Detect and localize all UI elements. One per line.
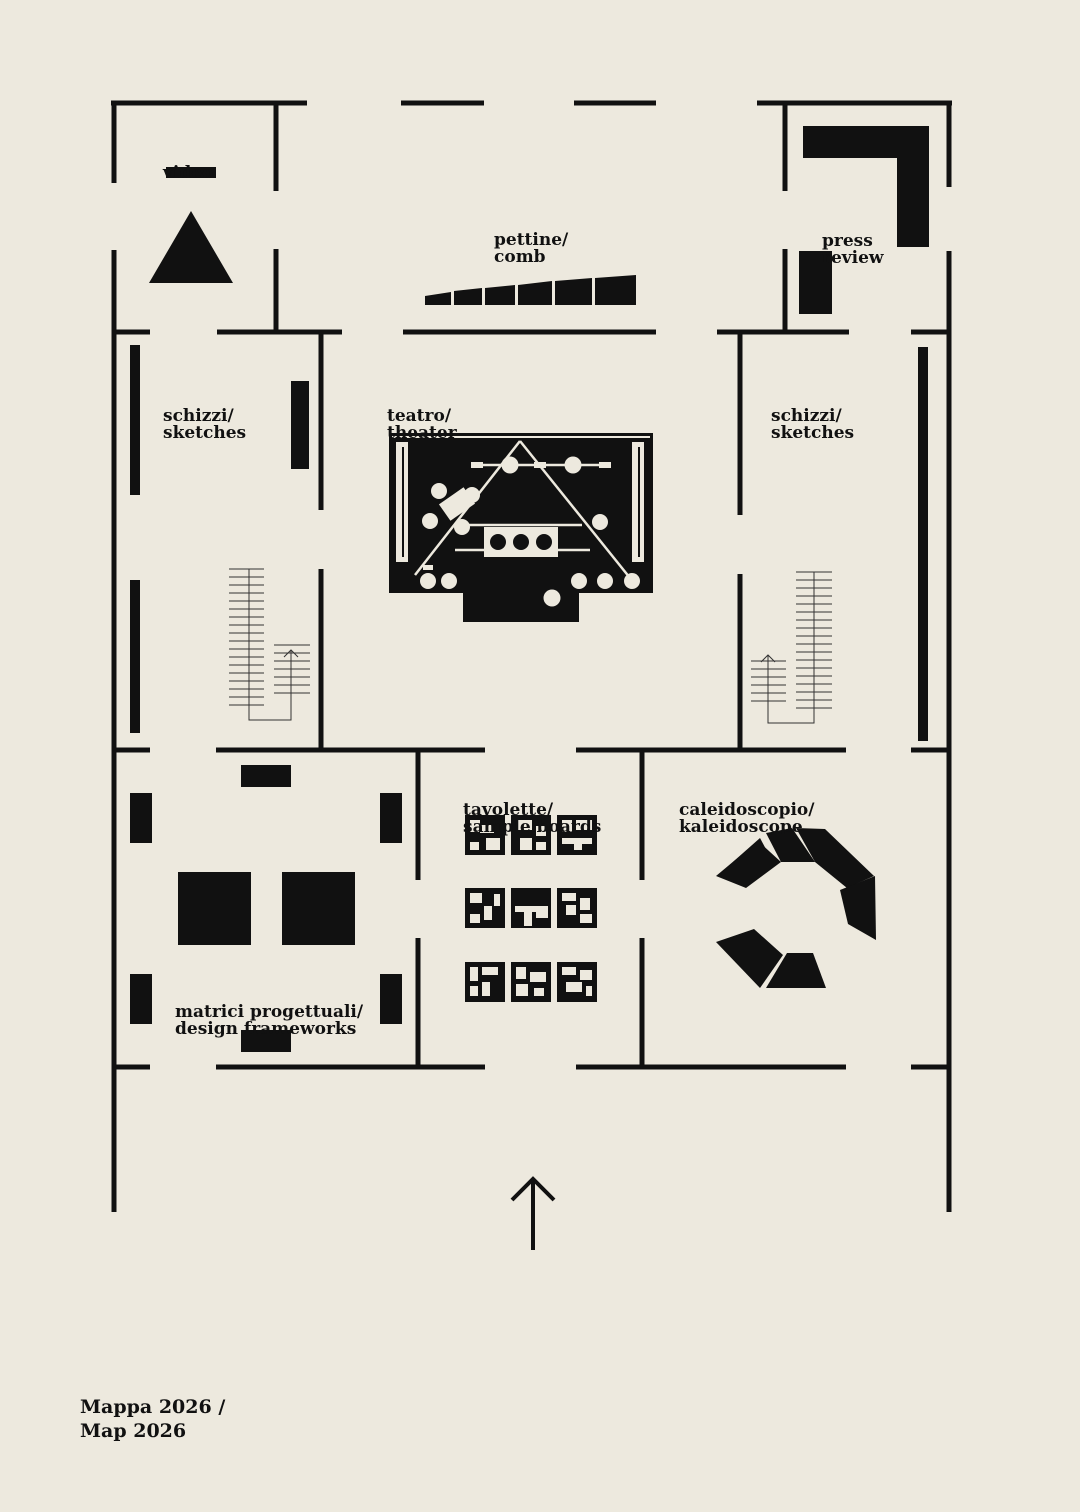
press-counter [803, 126, 929, 247]
room-label-sketches-left: schizzi/sketches [163, 406, 247, 443]
video-screen [166, 167, 216, 178]
sketch-panel [918, 347, 928, 741]
sketch-panel [130, 580, 140, 733]
sketch-panel [130, 345, 140, 495]
sample-board-patterns [470, 820, 592, 996]
walls [111, 100, 952, 1212]
room-label-comb: pettine/comb [494, 230, 569, 267]
room-label-video: video [163, 163, 214, 183]
room-label-theater: teatro/theater [387, 406, 457, 443]
staircase-icon [751, 571, 832, 724]
theater-stage [389, 433, 653, 622]
framework-pieces [130, 765, 402, 1052]
video-triangle [149, 211, 233, 283]
room-label-sketches-right: schizzi/sketches [771, 406, 855, 443]
arrow-up-icon [510, 1176, 556, 1250]
comb-object [425, 275, 636, 305]
sketch-panel [291, 381, 309, 469]
staircase-icon [229, 568, 310, 721]
room-label-boards: tavolette/sample boards [463, 800, 602, 837]
map-title: Mappa 2026 /Map 2026 [80, 1396, 226, 1442]
kaleidoscope-pieces [716, 828, 876, 988]
room-label-frameworks: matrici progettuali/design frameworks [175, 1002, 364, 1039]
room-label-kaleidoscope: caleidoscopio/kaleidoscope [679, 800, 815, 837]
press-table [799, 251, 832, 314]
